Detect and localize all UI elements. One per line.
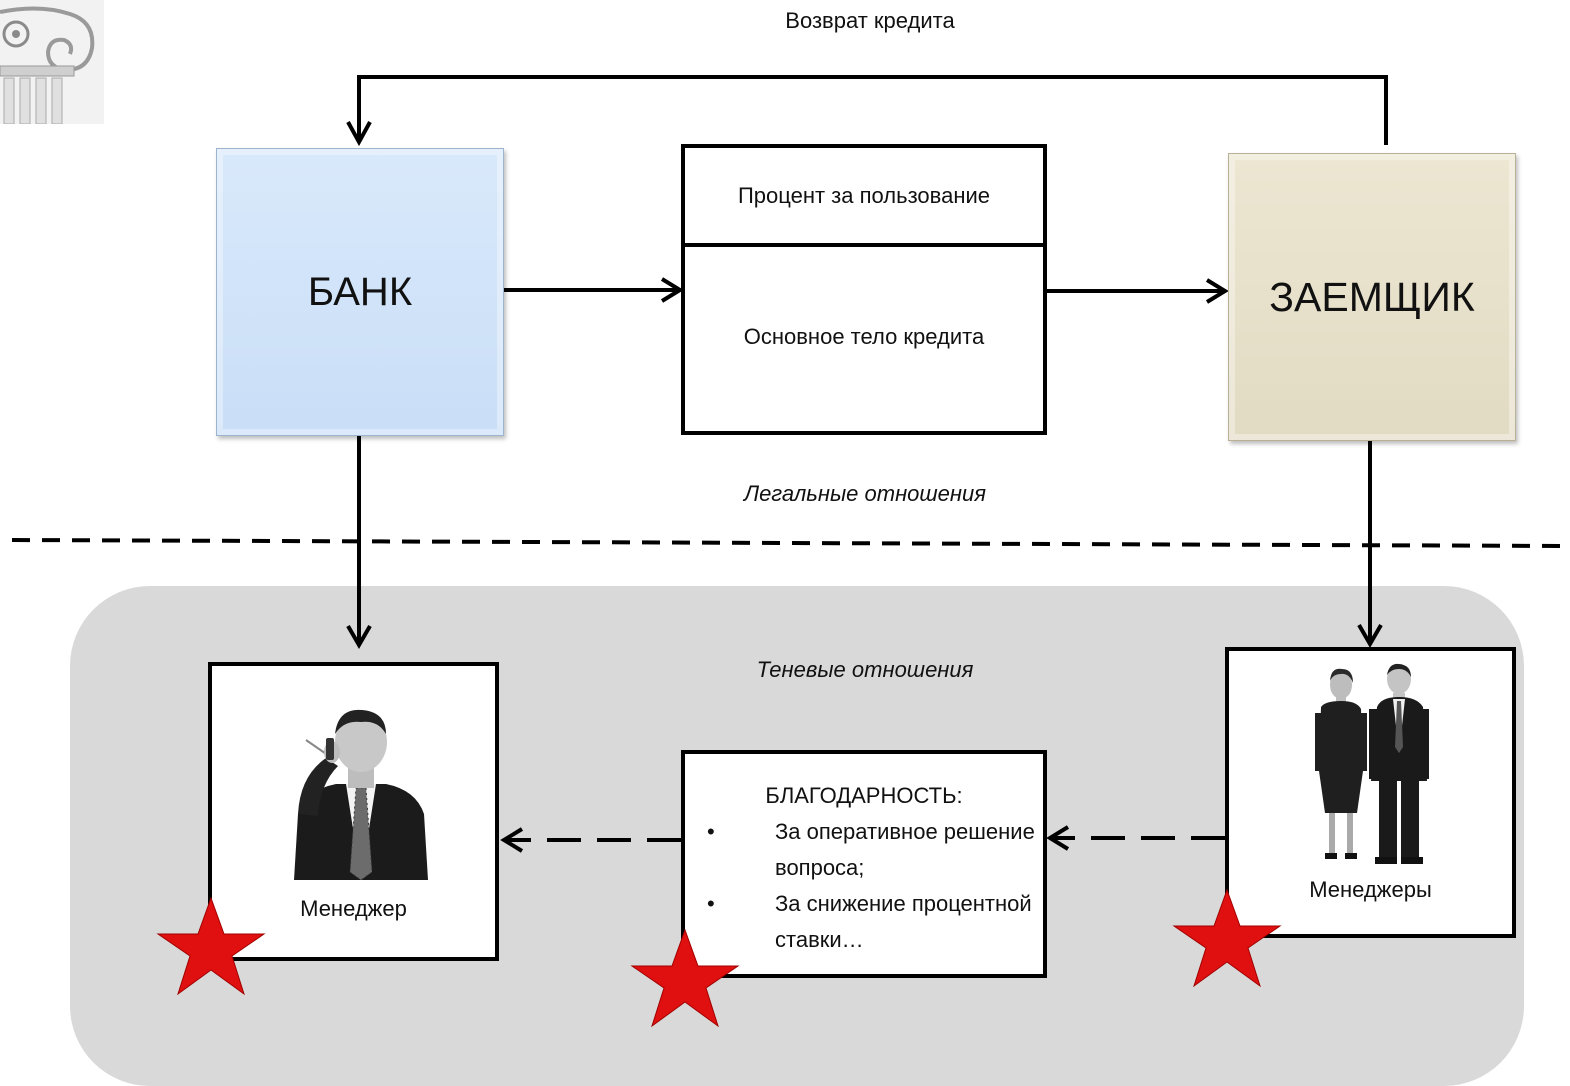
borrower-label: ЗАЕМЩИК: [1269, 273, 1475, 320]
column-capital-logo-icon: [0, 0, 104, 125]
legal-relations-label: Легальные отношения: [743, 481, 987, 506]
managers-label: Менеджеры: [1309, 877, 1432, 902]
gratitude-box: БЛАГОДАРНОСТЬ: • За оперативное решение …: [681, 750, 1047, 978]
gratitude-list: • За оперативное решение вопроса; • За с…: [685, 814, 1043, 958]
bullet-icon: •: [707, 891, 715, 916]
return-arrow-line: [357, 75, 1388, 145]
shadow-relations-label: Теневые отношения: [756, 657, 974, 682]
star-icon: [630, 928, 740, 1028]
interest-label: Процент за пользование: [737, 182, 991, 208]
interest-cell: Процент за пользование: [685, 148, 1043, 247]
legal-shadow-separator: [11, 538, 1570, 548]
thanks-to-manager-head: [500, 827, 524, 853]
return-credit-label: Возврат кредита: [785, 8, 955, 33]
manager-photo-icon: [294, 709, 428, 880]
borrower-box: ЗАЕМЩИК: [1228, 153, 1516, 441]
gratitude-item-text: За оперативное решение вопроса;: [775, 819, 1035, 880]
bank-box: БАНК: [216, 148, 504, 436]
bank-to-manager-head: [346, 624, 372, 649]
managers-photo-icon: [1315, 663, 1429, 864]
managers-to-thanks-head: [1046, 825, 1070, 851]
managers-box: Менеджеры: [1225, 647, 1516, 938]
list-item: • За оперативное решение вопроса;: [685, 814, 1043, 886]
manager-box: Менеджер: [208, 662, 499, 961]
credit-box: Процент за пользование Основное тело кре…: [681, 144, 1047, 435]
return-arrow-head: [346, 121, 372, 147]
credit-to-borrower-head: [1205, 278, 1229, 304]
principal-cell: Основное тело кредита: [685, 247, 1043, 435]
bullet-icon: •: [707, 819, 715, 844]
bank-label: БАНК: [307, 269, 413, 314]
gratitude-item-text: За снижение процентной ставки…: [775, 891, 1032, 952]
star-icon: [156, 896, 266, 996]
manager-label: Менеджер: [300, 896, 407, 921]
gratitude-title: БЛАГОДАРНОСТЬ:: [765, 783, 963, 808]
borrower-to-managers-head: [1357, 623, 1383, 648]
star-icon: [1172, 888, 1282, 988]
bank-to-credit-head: [660, 277, 684, 303]
principal-label: Основное тело кредита: [743, 324, 985, 349]
list-item: • За снижение процентной ставки…: [685, 886, 1043, 958]
connector-lines: [11, 75, 1570, 853]
